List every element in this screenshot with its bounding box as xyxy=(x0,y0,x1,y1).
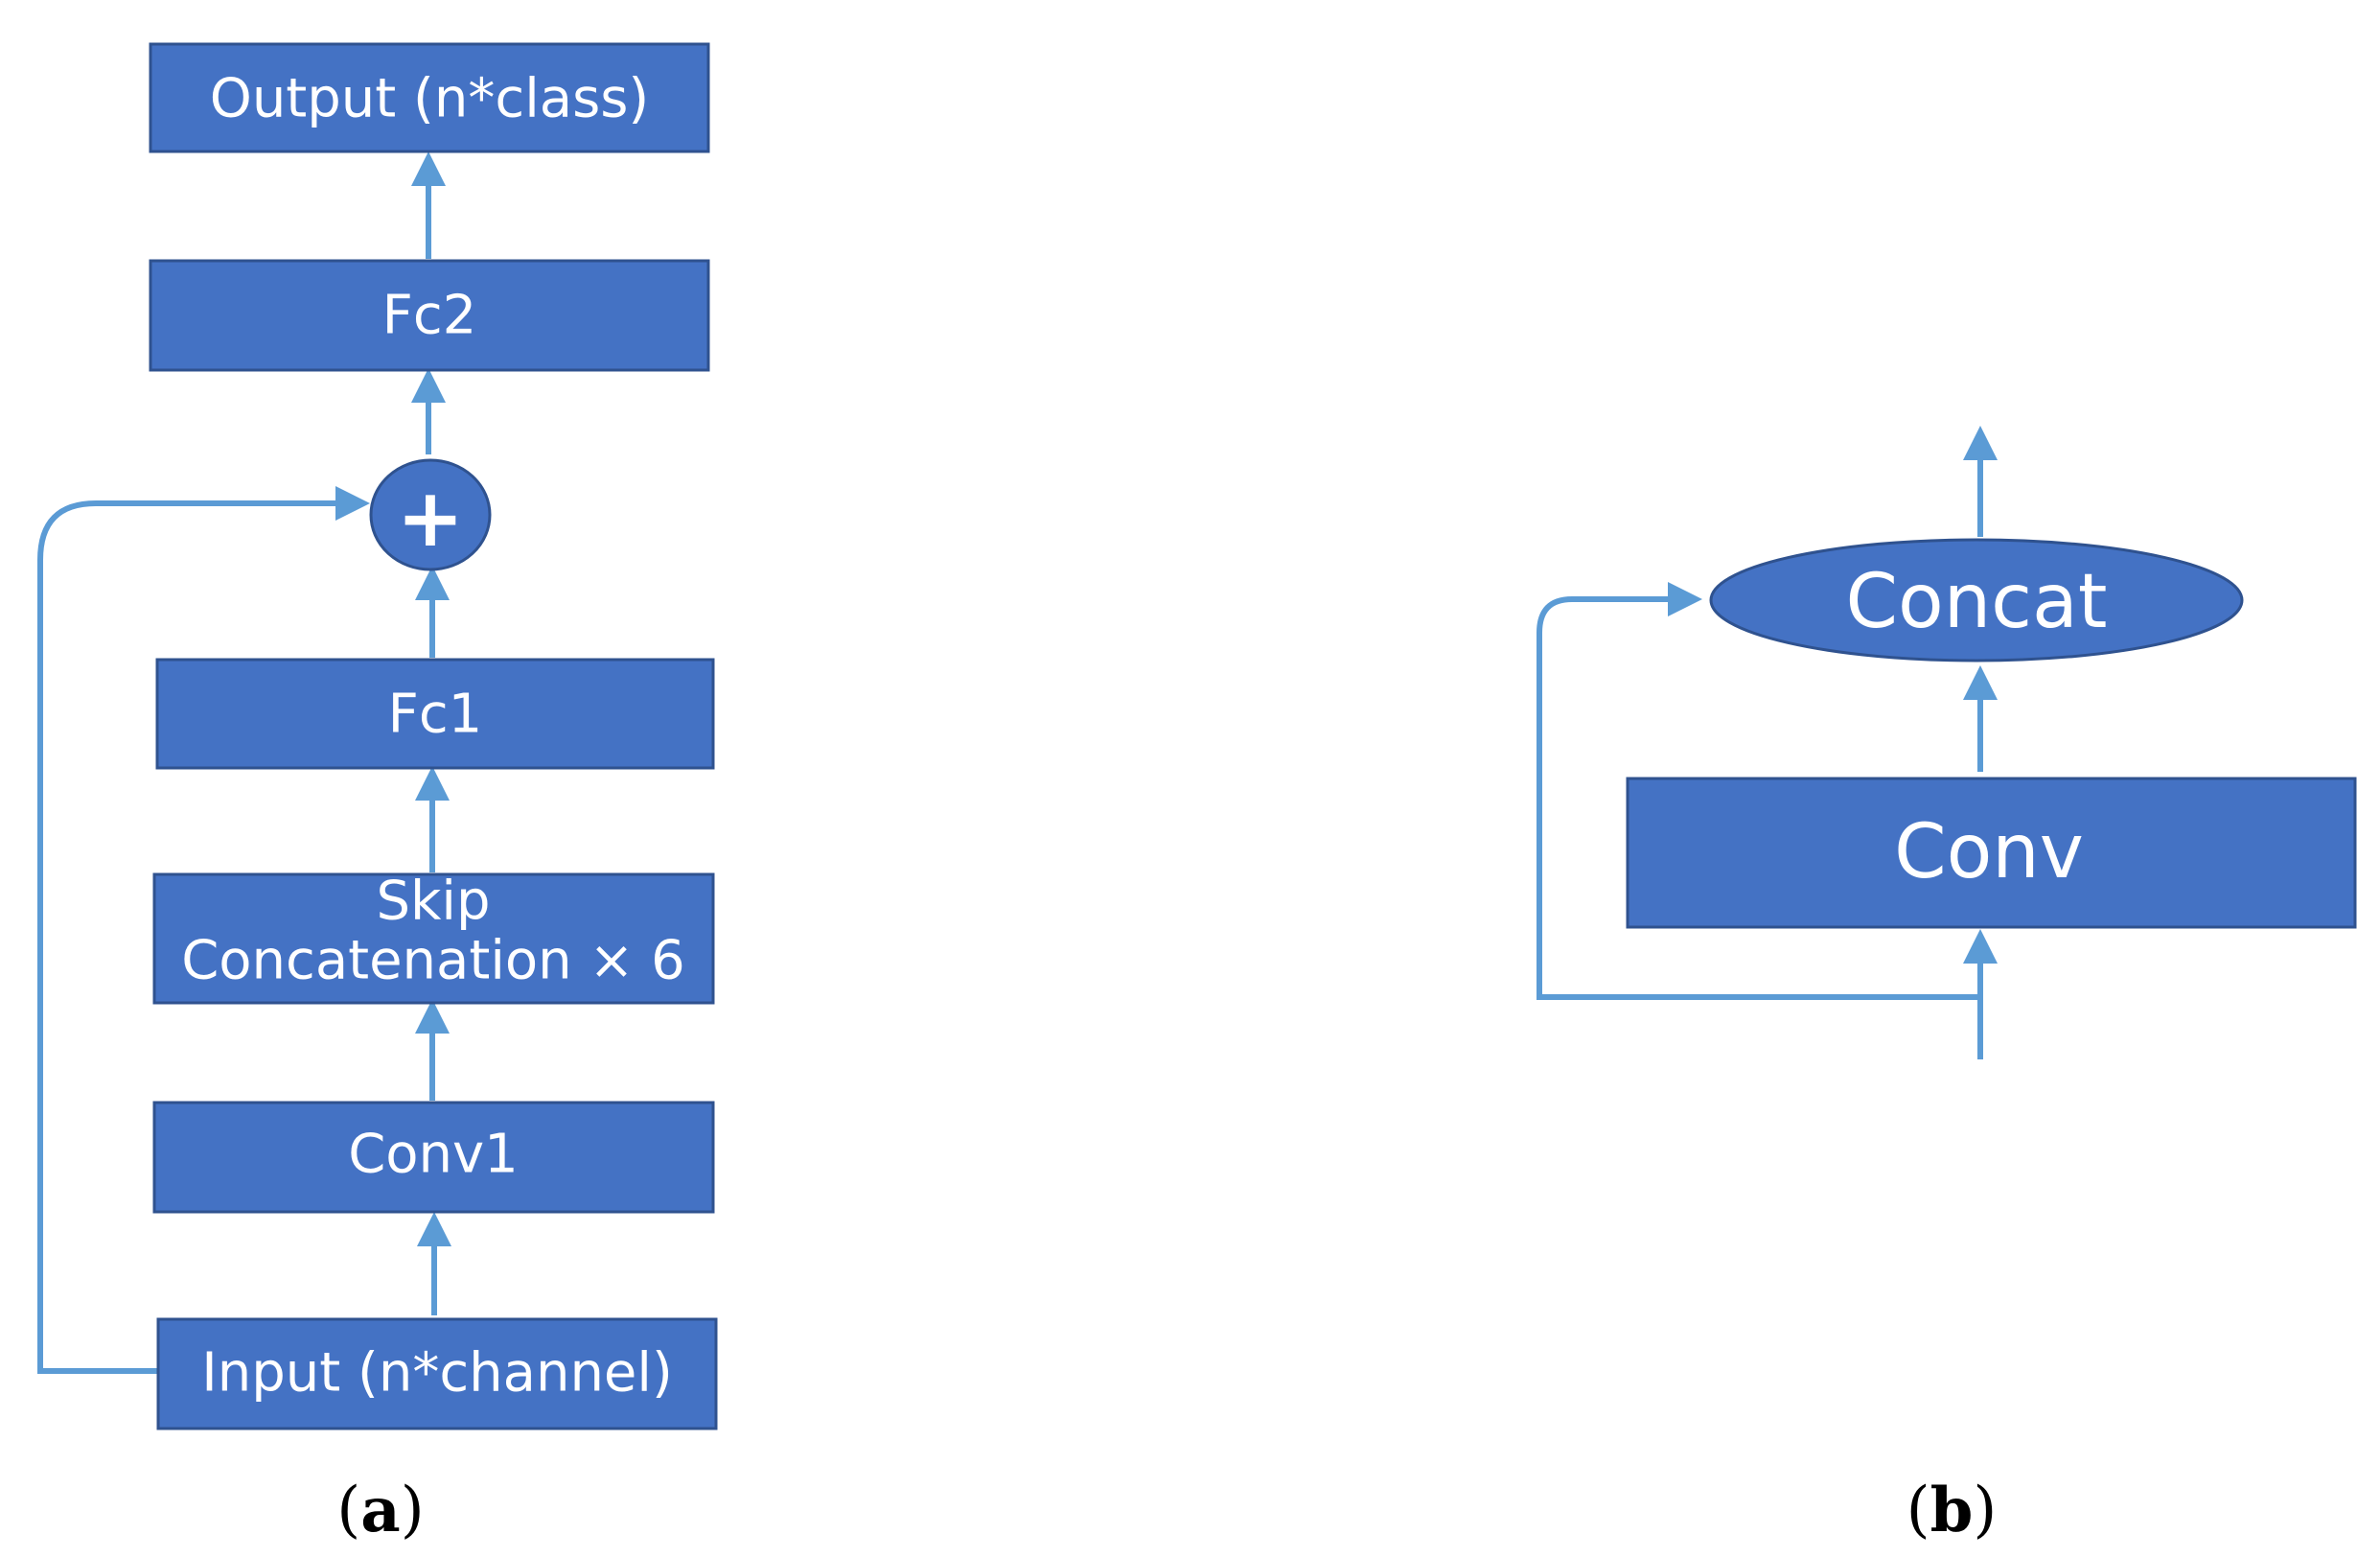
conv-node: Conv xyxy=(1626,777,2357,929)
panel-b: Concat Conv (b) xyxy=(1537,426,2357,1546)
skip-connection-a xyxy=(37,486,370,1374)
fc2-node: Fc2 xyxy=(149,259,710,372)
panel-a: Output (n*class) Fc2 + Fc1 Skip Concaten… xyxy=(37,42,718,1546)
conv1-label: Conv1 xyxy=(348,1124,519,1186)
skip-connection-b xyxy=(1537,582,1980,1000)
conv1-node: Conv1 xyxy=(152,1101,715,1214)
caption-b: (b) xyxy=(1906,1475,1998,1546)
skip-concatenation-node: Skip Concatenation × 6 xyxy=(152,871,715,1005)
input-label: Input (n*channel) xyxy=(201,1342,673,1405)
input-node: Input (n*channel) xyxy=(156,1317,718,1430)
fc1-node: Fc1 xyxy=(155,658,715,770)
fc1-label: Fc1 xyxy=(388,684,483,746)
skip-label-line2: Concatenation × 6 xyxy=(181,930,685,992)
output-label: Output (n*class) xyxy=(210,68,650,130)
output-node: Output (n*class) xyxy=(149,42,710,153)
conv-label: Conv xyxy=(1894,809,2084,895)
add-label: + xyxy=(397,471,464,565)
add-node: + xyxy=(369,458,492,571)
concat-label: Concat xyxy=(1846,559,2108,645)
concat-node: Concat xyxy=(1709,538,2244,662)
fc2-label: Fc2 xyxy=(382,285,477,347)
caption-a: (a) xyxy=(336,1475,424,1546)
skip-label-line1: Skip xyxy=(376,871,490,933)
